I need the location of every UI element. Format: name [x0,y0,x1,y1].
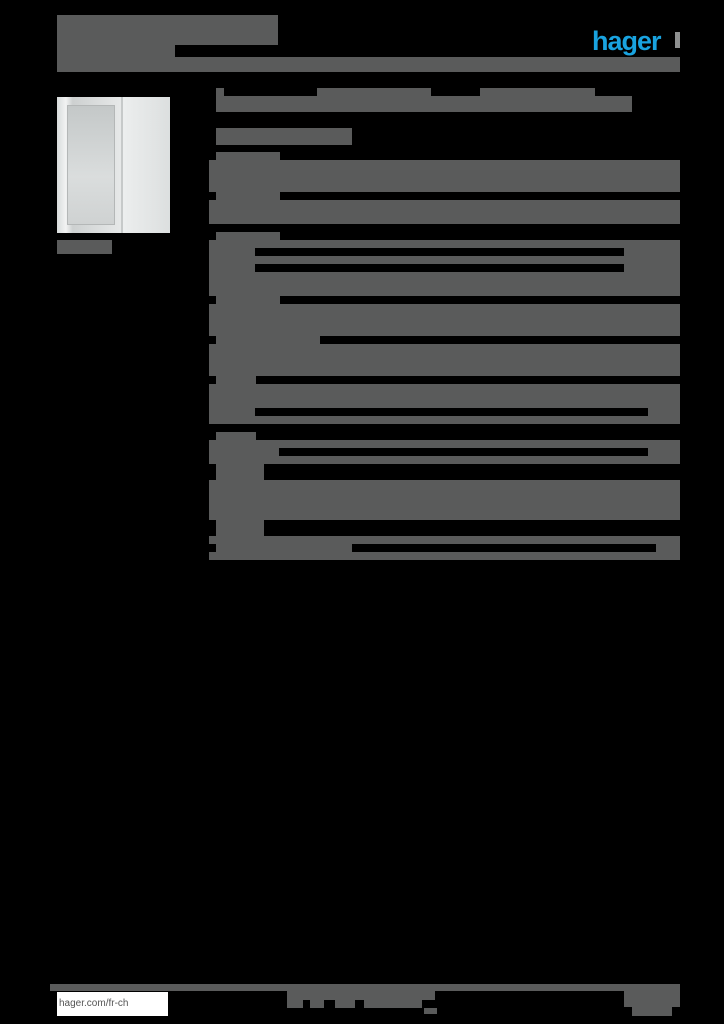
header-rule [57,57,680,72]
hager-logo: hager [592,27,680,57]
product-subtitle-redacted [216,128,352,145]
spec-row-redacted [209,416,680,424]
product-title-redacted [317,88,431,96]
footer-center-redacted [287,991,435,1000]
spec-row-redacted [209,240,680,248]
footer-center-redacted [424,1008,437,1014]
spec-value-redacted [648,408,680,416]
product-title-redacted [216,88,224,96]
footer-page-redacted [632,1007,672,1016]
footer-rule [50,984,680,991]
spec-row-redacted [209,344,680,376]
enclosure-door [121,97,170,233]
spec-value-redacted [648,448,680,456]
spec-row-redacted [209,536,680,544]
section-label-redacted [216,296,280,304]
footer-center-redacted [310,1000,324,1008]
spec-row-redacted [209,200,680,224]
header-subtitle-redacted [57,45,175,57]
section-label-redacted [216,232,280,240]
spec-row-redacted [209,480,680,520]
footer-url-link[interactable]: hager.com/fr-ch [57,992,168,1016]
spec-row-redacted [209,160,680,192]
section-label-redacted [209,408,255,416]
section-label-redacted [216,192,280,200]
section-label-redacted [216,520,264,536]
logo-mark-icon [675,32,680,48]
footer-page-redacted [624,991,680,1007]
spec-row-redacted [209,304,680,336]
section-label-redacted [216,464,264,480]
spec-row-redacted [209,456,680,464]
product-title-redacted [216,96,632,112]
logo-text: hager [592,26,662,56]
footer-center-redacted [335,1000,355,1008]
header-title-redacted [57,15,278,31]
enclosure-interior [67,105,115,225]
spec-row-redacted [209,256,680,264]
spec-row-redacted [209,440,680,448]
product-image [57,97,170,233]
header-title-redacted [57,31,278,45]
spec-row-redacted [209,552,680,560]
section-label-redacted [216,336,320,344]
section-label-redacted [216,376,256,384]
spec-row-redacted [209,272,680,296]
footer-center-redacted [364,1000,422,1008]
section-label-redacted [209,448,279,456]
section-label-redacted [216,432,256,440]
section-label-redacted [216,544,352,552]
product-title-redacted [480,88,595,96]
footer-center-redacted [287,1000,303,1008]
product-caption-redacted [57,240,112,254]
spec-row-redacted [209,384,680,408]
spec-value-redacted [656,544,680,552]
